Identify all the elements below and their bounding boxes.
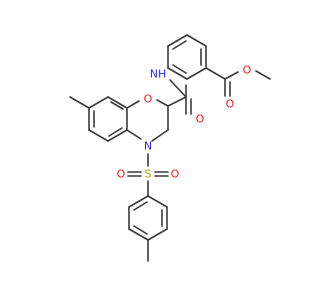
structure-svg: O N O NH O O [69, 34, 271, 262]
methyl-bond [69, 96, 90, 109]
bond [126, 100, 140, 109]
amide-group [167, 84, 192, 115]
benzoate-ring [167, 34, 207, 80]
double-bond-inner [172, 40, 187, 50]
bond [186, 67, 207, 80]
bond [205, 67, 226, 80]
bond [128, 195, 149, 208]
bond [126, 129, 142, 140]
bond [107, 129, 128, 142]
bond [167, 34, 188, 47]
molecule-diagram: O N O NH O O [69, 34, 271, 262]
bond [107, 96, 128, 109]
bond [151, 129, 169, 142]
double-bond-inner [110, 101, 124, 110]
methyl-bond [255, 70, 271, 80]
double-bond-inner [172, 64, 187, 74]
sulfonyl-oxygen-right-label: O [171, 168, 180, 181]
bond [169, 79, 187, 98]
bond [88, 96, 109, 109]
bond [224, 71, 239, 80]
double-bond-inner [133, 225, 148, 235]
ring-oxygen-label: O [144, 93, 153, 106]
tolyl-ring [128, 195, 168, 241]
bond [88, 129, 109, 142]
bond [156, 99, 169, 107]
bond [128, 228, 149, 241]
ester-carbonyl-oxygen-label: O [226, 98, 235, 111]
amide-oxygen-label: O [196, 113, 205, 126]
bond [167, 96, 187, 107]
ring-nitrogen-label: N [144, 140, 152, 153]
double-bond-inner [133, 201, 148, 211]
oxazine-ring [126, 99, 169, 142]
bond [186, 34, 207, 47]
double-bond-inner [108, 127, 123, 137]
sulfur-label: S [145, 168, 152, 181]
sulfonyl-group [127, 153, 169, 197]
ester-group [205, 67, 271, 97]
benzoxazine-benzene-ring [88, 96, 128, 142]
ester-ether-oxygen-label: O [243, 64, 252, 77]
sulfonyl-oxygen-left-label: O [117, 168, 126, 181]
bond [147, 228, 168, 241]
bond [147, 195, 168, 208]
bond [167, 67, 188, 80]
amide-nh-label: NH [150, 68, 167, 81]
